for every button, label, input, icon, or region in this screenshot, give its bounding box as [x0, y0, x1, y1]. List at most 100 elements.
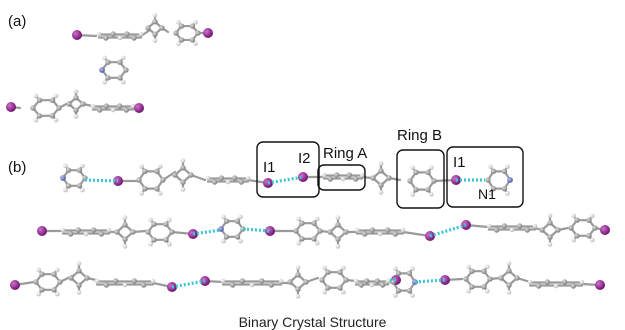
carbon-atom	[268, 282, 275, 288]
carbon-atom	[392, 231, 399, 237]
hydrogen-atom	[152, 13, 158, 18]
carbon-atom	[90, 227, 97, 233]
carbon-atom	[195, 30, 201, 36]
hydrogen-atom	[590, 213, 595, 219]
hydrogen-atom	[506, 261, 512, 266]
highlight-box-i1-n1	[446, 146, 524, 208]
carbon-atom	[136, 177, 142, 183]
carbon-atom	[369, 227, 376, 233]
iodine-atom	[134, 103, 144, 113]
carbon-atom	[333, 172, 340, 178]
carbon-atom	[485, 177, 491, 183]
carbon-atom	[379, 282, 386, 288]
carbon-atom	[117, 59, 123, 65]
hydrogen-atom	[378, 161, 384, 166]
carbon-atom	[105, 59, 111, 65]
hydrogen-atom	[505, 191, 510, 196]
carbon-atom	[154, 168, 160, 175]
halogen-bond	[429, 223, 467, 238]
carbon-atom	[73, 107, 79, 114]
hydrogen-atom	[158, 164, 163, 169]
carbon-atom	[407, 178, 413, 184]
hydrogen-atom	[341, 289, 346, 295]
carbon-atom	[39, 287, 45, 293]
carbon-atom	[501, 223, 508, 229]
carbon-atom	[234, 234, 241, 240]
carbon-atom	[163, 237, 169, 243]
carbon-atom	[343, 229, 349, 235]
carbon-atom	[370, 175, 376, 181]
carbon-atom	[142, 185, 148, 192]
carbon-atom	[586, 217, 592, 223]
carbon-atom	[506, 268, 512, 274]
hydrogen-atom	[359, 172, 365, 178]
hydrogen-atom	[221, 238, 226, 244]
hydrogen-atom	[180, 158, 186, 163]
carbon-atom	[343, 277, 349, 283]
hydrogen-atom	[63, 163, 68, 169]
hydrogen-atom	[76, 290, 82, 295]
hydrogen-atom	[322, 265, 328, 271]
carbon-atom	[539, 227, 545, 233]
carbon-atom	[406, 287, 413, 294]
carbon-atom	[319, 277, 325, 283]
carbon-atom	[501, 168, 508, 175]
carbon-atom	[561, 279, 568, 285]
carbon-atom	[469, 268, 475, 274]
carbon-atom	[469, 284, 475, 290]
carbon-atom	[223, 234, 230, 240]
carbon-atom	[501, 185, 508, 192]
hydrogen-atom	[506, 290, 512, 295]
hydrogen-atom	[60, 227, 66, 233]
iodine-atom	[10, 280, 20, 290]
carbon-atom	[116, 103, 123, 109]
carbon-atom	[188, 172, 194, 178]
hydrogen-atom	[547, 213, 553, 218]
carbon-atom	[49, 97, 56, 103]
carbon-atom	[258, 278, 265, 284]
carbon-atom	[337, 269, 343, 275]
carbon-atom	[178, 37, 185, 43]
hydrogen-atom	[341, 265, 346, 271]
carbon-atom	[386, 175, 392, 181]
nitrogen-atom	[218, 226, 224, 232]
carbon-atom	[337, 285, 343, 291]
carbon-atom	[463, 276, 469, 282]
iodine-atom	[72, 30, 82, 40]
hydrogen-atom	[63, 187, 68, 193]
carbon-atom	[352, 176, 359, 182]
carbon-atom	[555, 227, 561, 233]
carbon-atom	[574, 233, 580, 239]
hydrogen-atom	[102, 79, 107, 85]
hydrogen-atom	[55, 291, 60, 297]
hydrogen-atom	[80, 163, 85, 169]
carbon-atom	[51, 271, 57, 277]
hydrogen-atom	[322, 289, 328, 295]
hydrogen-atom	[485, 264, 490, 270]
carbon-atom	[363, 278, 370, 284]
iodine-atom	[6, 102, 16, 112]
carbon-atom	[39, 271, 45, 277]
hydrogen-atom	[73, 114, 79, 119]
carbon-atom	[49, 113, 56, 119]
panel-label-a: (a)	[8, 13, 27, 30]
carbon-atom	[103, 282, 110, 288]
carbon-atom	[103, 35, 109, 41]
highlight-box-i1-i2	[256, 141, 320, 198]
carbon-atom	[112, 278, 119, 284]
carbon-atom	[159, 25, 165, 31]
hydrogen-atom	[296, 240, 302, 246]
halogen-bond	[84, 178, 119, 183]
carbon-atom	[231, 175, 238, 181]
carbon-atom	[413, 169, 419, 176]
carbon-atom	[33, 279, 39, 285]
carbon-atom	[36, 97, 43, 103]
carbon-atom	[160, 177, 166, 183]
carbon-atom	[84, 275, 90, 281]
carbon-atom	[547, 234, 553, 240]
carbon-atom	[152, 31, 158, 37]
carbon-atom	[238, 179, 245, 185]
carbon-atom	[586, 233, 592, 239]
